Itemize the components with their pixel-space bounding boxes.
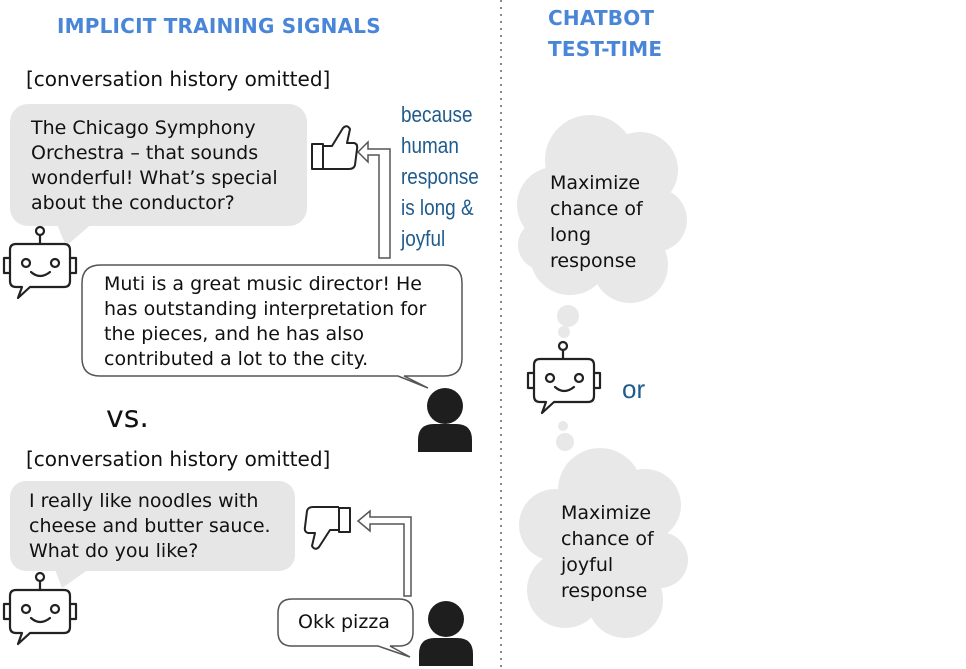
thought-line: response: [550, 250, 637, 272]
thought-line: response: [561, 580, 648, 602]
human-message-1: Muti is a great music director! He has o…: [104, 272, 426, 372]
left-column-title: IMPLICIT TRAINING SIGNALS: [57, 14, 381, 38]
thumbs-down-icon: [303, 506, 351, 550]
thought-text-bottom: Maximize chance of joyful response: [561, 500, 654, 604]
thought-cloud-top: [517, 115, 687, 338]
feedback-reason: because human response is long & joyful: [401, 99, 479, 254]
right-title-line: CHATBOT: [548, 6, 655, 30]
human-bubble-1: [81, 264, 463, 389]
message-line: has outstanding interpretation for: [104, 298, 427, 320]
reason-line: human: [401, 133, 459, 158]
history-omitted-label: [conversation history omitted]: [26, 447, 331, 471]
bot-message-1: The Chicago Symphony Orchestra – that so…: [31, 116, 278, 216]
human-bubble-2: [277, 598, 414, 658]
reason-line: response: [401, 164, 479, 189]
robot-icon: [2, 571, 78, 646]
vs-label: vs.: [106, 400, 149, 435]
feedback-arrow-1: [356, 140, 391, 259]
right-column-title: CHATBOT TEST-TIME: [548, 3, 662, 65]
bot-bubble-2: [10, 481, 295, 588]
message-line: the pieces, and he has also: [104, 323, 364, 345]
message-line: The Chicago Symphony: [31, 117, 256, 139]
message-line: I really like noodles with: [29, 490, 259, 512]
human-icon: [419, 601, 473, 666]
robot-icon: [2, 225, 78, 300]
thought-cloud-bottom: [519, 421, 688, 638]
message-line: What do you like?: [29, 540, 199, 562]
message-line: wonderful! What’s special: [31, 167, 278, 189]
bot-message-2: I really like noodles with cheese and bu…: [29, 489, 271, 564]
robot-icon: [526, 340, 602, 415]
bot-bubble-1: [10, 104, 307, 246]
thought-text-top: Maximize chance of long response: [550, 170, 643, 274]
thumbs-up-icon: [311, 125, 359, 170]
message-line: contributed a lot to the city.: [104, 348, 369, 370]
thought-line: joyful: [561, 554, 614, 576]
history-omitted-label: [conversation history omitted]: [26, 67, 331, 91]
message-line: about the conductor?: [31, 192, 235, 214]
thought-line: Maximize: [550, 172, 641, 194]
reason-line: is long &: [401, 195, 474, 220]
reason-line: because: [401, 102, 473, 127]
message-line: cheese and butter sauce.: [29, 515, 271, 537]
human-icon: [418, 388, 472, 452]
reason-line: joyful: [401, 226, 446, 251]
thought-line: chance of: [550, 198, 643, 220]
message-line: Muti is a great music director! He: [104, 273, 422, 295]
thought-line: chance of: [561, 528, 654, 550]
message-line: Orchestra – that sounds: [31, 142, 259, 164]
or-label: or: [622, 374, 646, 404]
feedback-arrow-2: [356, 509, 412, 597]
right-title-line: TEST-TIME: [548, 37, 663, 61]
thought-line: long: [550, 224, 592, 246]
thought-line: Maximize: [561, 502, 652, 524]
human-message-2: Okk pizza: [298, 611, 390, 633]
